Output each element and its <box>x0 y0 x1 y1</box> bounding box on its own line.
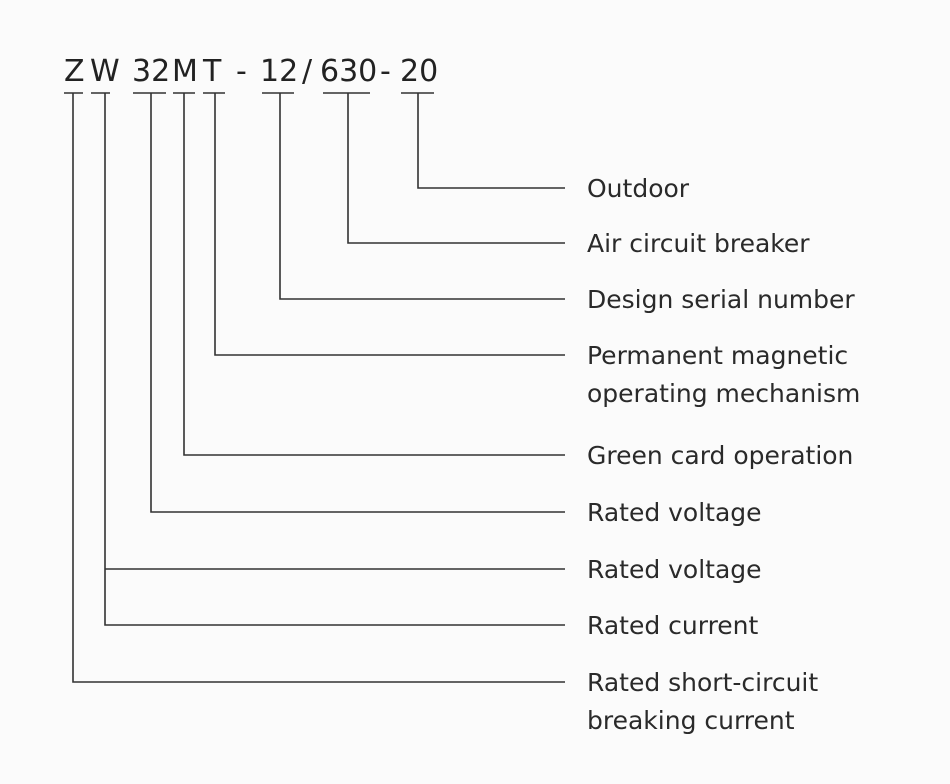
connector-air-circuit-breaker <box>347 93 565 244</box>
connector-green-card <box>183 93 565 456</box>
code-12: 12 <box>260 54 298 89</box>
connector-rated-voltage-1 <box>150 93 565 513</box>
connector-permanent-magnetic <box>214 93 565 356</box>
label-outdoor: Outdoor <box>587 174 690 203</box>
connector-outdoor <box>417 93 565 189</box>
label-rated-short-circuit-line2: breaking current <box>587 706 795 735</box>
code-m: M <box>172 54 198 89</box>
label-rated-current: Rated current <box>587 611 759 640</box>
label-design-serial-number: Design serial number <box>587 285 855 314</box>
code-dash-1: - <box>236 54 247 89</box>
label-air-circuit-breaker: Air circuit breaker <box>587 229 810 258</box>
connector-rated-short-circuit <box>72 93 565 683</box>
label-rated-voltage-1: Rated voltage <box>587 498 762 527</box>
labels: Outdoor Air circuit breaker Design seria… <box>587 174 860 735</box>
connector-rated-current <box>104 93 565 626</box>
code-dash-2: - <box>380 54 391 89</box>
label-rated-short-circuit-line1: Rated short-circuit <box>587 668 818 697</box>
connector-design-serial <box>279 93 565 300</box>
code-t: T <box>202 54 222 89</box>
connectors <box>72 93 565 683</box>
label-permanent-magnetic-line2: operating mechanism <box>587 379 860 408</box>
code-630: 630 <box>320 54 377 89</box>
model-code: Z W 32 M T - 12 / 630 - 20 <box>64 54 438 89</box>
label-rated-voltage-2: Rated voltage <box>587 555 762 584</box>
code-w: W <box>90 54 120 89</box>
code-slash: / <box>302 54 313 89</box>
code-20: 20 <box>400 54 438 89</box>
code-z: Z <box>64 54 85 89</box>
code-32: 32 <box>132 54 170 89</box>
label-green-card-operation: Green card operation <box>587 441 853 470</box>
label-permanent-magnetic-line1: Permanent magnetic <box>587 341 848 370</box>
